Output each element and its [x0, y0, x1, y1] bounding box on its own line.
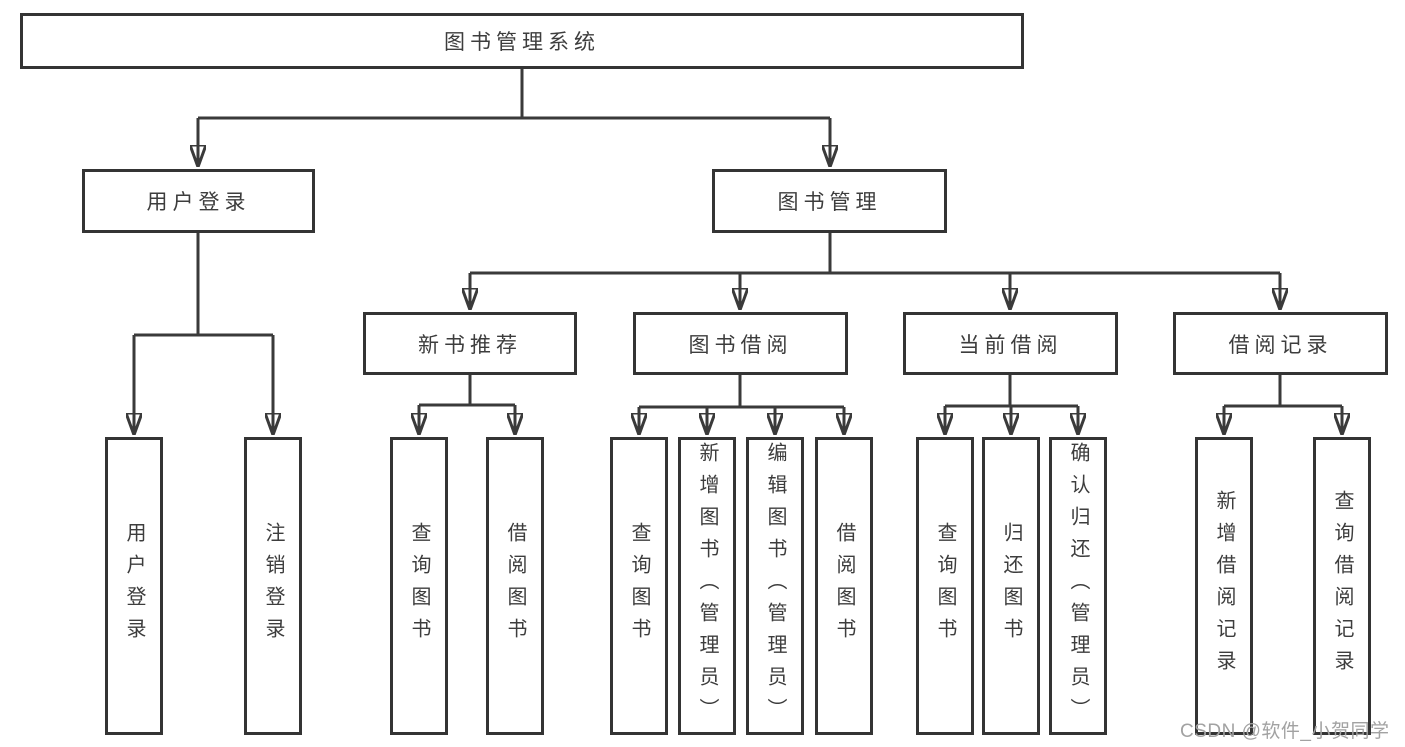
node-book-borrowing-label: 图书借阅 [688, 333, 793, 357]
node-borrowing-records-label: 借阅记录 [1228, 333, 1333, 357]
node-leaf-user-login-label: 用户登录 [123, 522, 145, 650]
node-leaf-logout: 注销登录 [244, 437, 302, 735]
connector-book-borrowing-to-leaves [639, 375, 844, 435]
connector-new-book-recommend-to-leaves [419, 375, 515, 435]
node-root-label: 图书管理系统 [444, 31, 600, 54]
node-leaf-cb-return-books-label: 归还图书 [1000, 522, 1022, 650]
node-leaf-cb-query-books-label: 查询图书 [934, 522, 956, 650]
node-current-borrowing: 当前借阅 [903, 312, 1118, 375]
node-leaf-br-query-record: 查询借阅记录 [1313, 437, 1371, 735]
node-leaf-br-add-record: 新增借阅记录 [1195, 437, 1253, 735]
node-leaf-bb-query-books-label: 查询图书 [628, 522, 650, 650]
node-leaf-bb-query-books: 查询图书 [610, 437, 668, 735]
node-leaf-cb-return-books: 归还图书 [982, 437, 1040, 735]
node-leaf-bb-add-books-admin: 新增图书（管理员） [678, 437, 736, 735]
node-leaf-br-query-record-label: 查询借阅记录 [1331, 490, 1353, 682]
node-new-book-recommend: 新书推荐 [363, 312, 577, 375]
node-book-management: 图书管理 [712, 169, 947, 233]
node-leaf-bb-edit-books-admin-label: 编辑图书（管理员） [764, 442, 786, 730]
connector-book-management-to-level3 [470, 233, 1280, 310]
node-book-management-label: 图书管理 [777, 191, 882, 214]
node-leaf-bb-add-books-admin-label: 新增图书（管理员） [696, 442, 718, 730]
node-leaf-br-add-record-label: 新增借阅记录 [1213, 490, 1235, 682]
node-leaf-bb-borrow-books-label: 借阅图书 [833, 522, 855, 650]
node-book-borrowing: 图书借阅 [633, 312, 848, 375]
node-leaf-nbr-query-books: 查询图书 [390, 437, 448, 735]
node-leaf-cb-confirm-return-admin: 确认归还（管理员） [1049, 437, 1107, 735]
node-leaf-bb-edit-books-admin: 编辑图书（管理员） [746, 437, 804, 735]
connector-current-borrowing-to-leaves [945, 375, 1078, 435]
node-new-book-recommend-label: 新书推荐 [418, 333, 522, 357]
node-leaf-cb-confirm-return-admin-label: 确认归还（管理员） [1067, 442, 1089, 730]
node-leaf-user-login: 用户登录 [105, 437, 163, 735]
node-user-login: 用户登录 [82, 169, 315, 233]
node-leaf-nbr-borrow-books: 借阅图书 [486, 437, 544, 735]
connector-borrowing-records-to-leaves [1224, 375, 1342, 435]
connector-root-to-level2 [198, 69, 830, 167]
node-borrowing-records: 借阅记录 [1173, 312, 1388, 375]
node-leaf-logout-label: 注销登录 [262, 522, 284, 650]
node-root: 图书管理系统 [20, 13, 1024, 69]
node-user-login-label: 用户登录 [146, 191, 251, 214]
node-leaf-nbr-borrow-books-label: 借阅图书 [504, 522, 526, 650]
node-current-borrowing-label: 当前借阅 [958, 333, 1063, 357]
node-leaf-bb-borrow-books: 借阅图书 [815, 437, 873, 735]
node-leaf-nbr-query-books-label: 查询图书 [408, 522, 430, 650]
node-leaf-cb-query-books: 查询图书 [916, 437, 974, 735]
connector-user-login-to-leaves [134, 233, 273, 435]
csdn-watermark: CSDN @软件_小贺同学 [1180, 721, 1390, 742]
